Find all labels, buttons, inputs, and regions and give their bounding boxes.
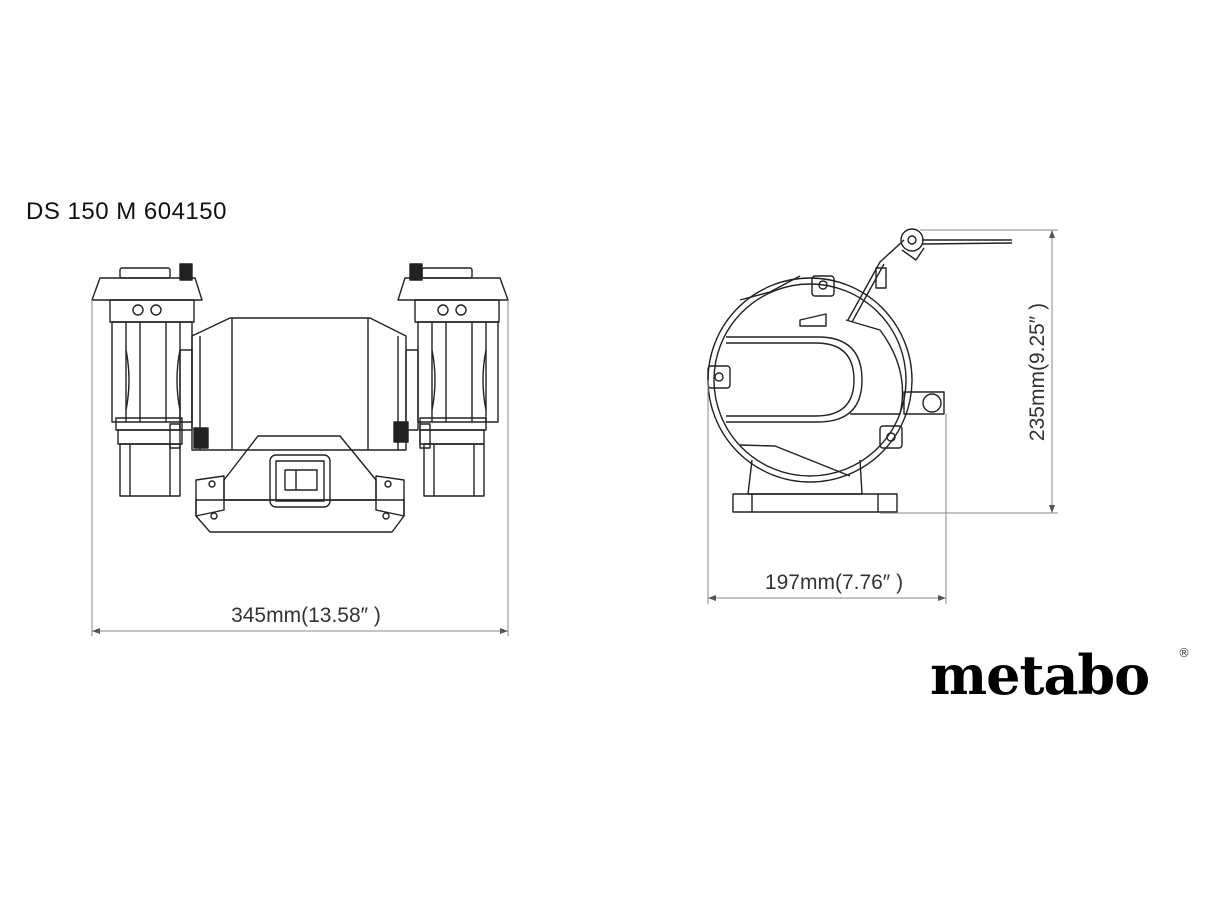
side-view-drawing xyxy=(707,228,1013,513)
dimension-lines xyxy=(91,229,1058,636)
depth-dimension-label: 197mm(7.76″ ) xyxy=(765,571,903,594)
front-view-drawing xyxy=(91,263,509,533)
base-icon xyxy=(195,435,405,533)
screw-icon xyxy=(707,275,903,449)
width-dimension-label: 345mm(13.58″ ) xyxy=(231,604,381,627)
right-guard-icon xyxy=(397,263,509,497)
left-guard-icon xyxy=(91,263,203,497)
metabo-logo: metabo xyxy=(930,643,1150,707)
height-dimension-label: 235mm(9.25″ ) xyxy=(1026,303,1049,441)
product-title: DS 150 M 604150 xyxy=(26,198,227,225)
motor-housing-icon xyxy=(179,317,419,451)
registered-mark-icon: ® xyxy=(1178,646,1190,660)
